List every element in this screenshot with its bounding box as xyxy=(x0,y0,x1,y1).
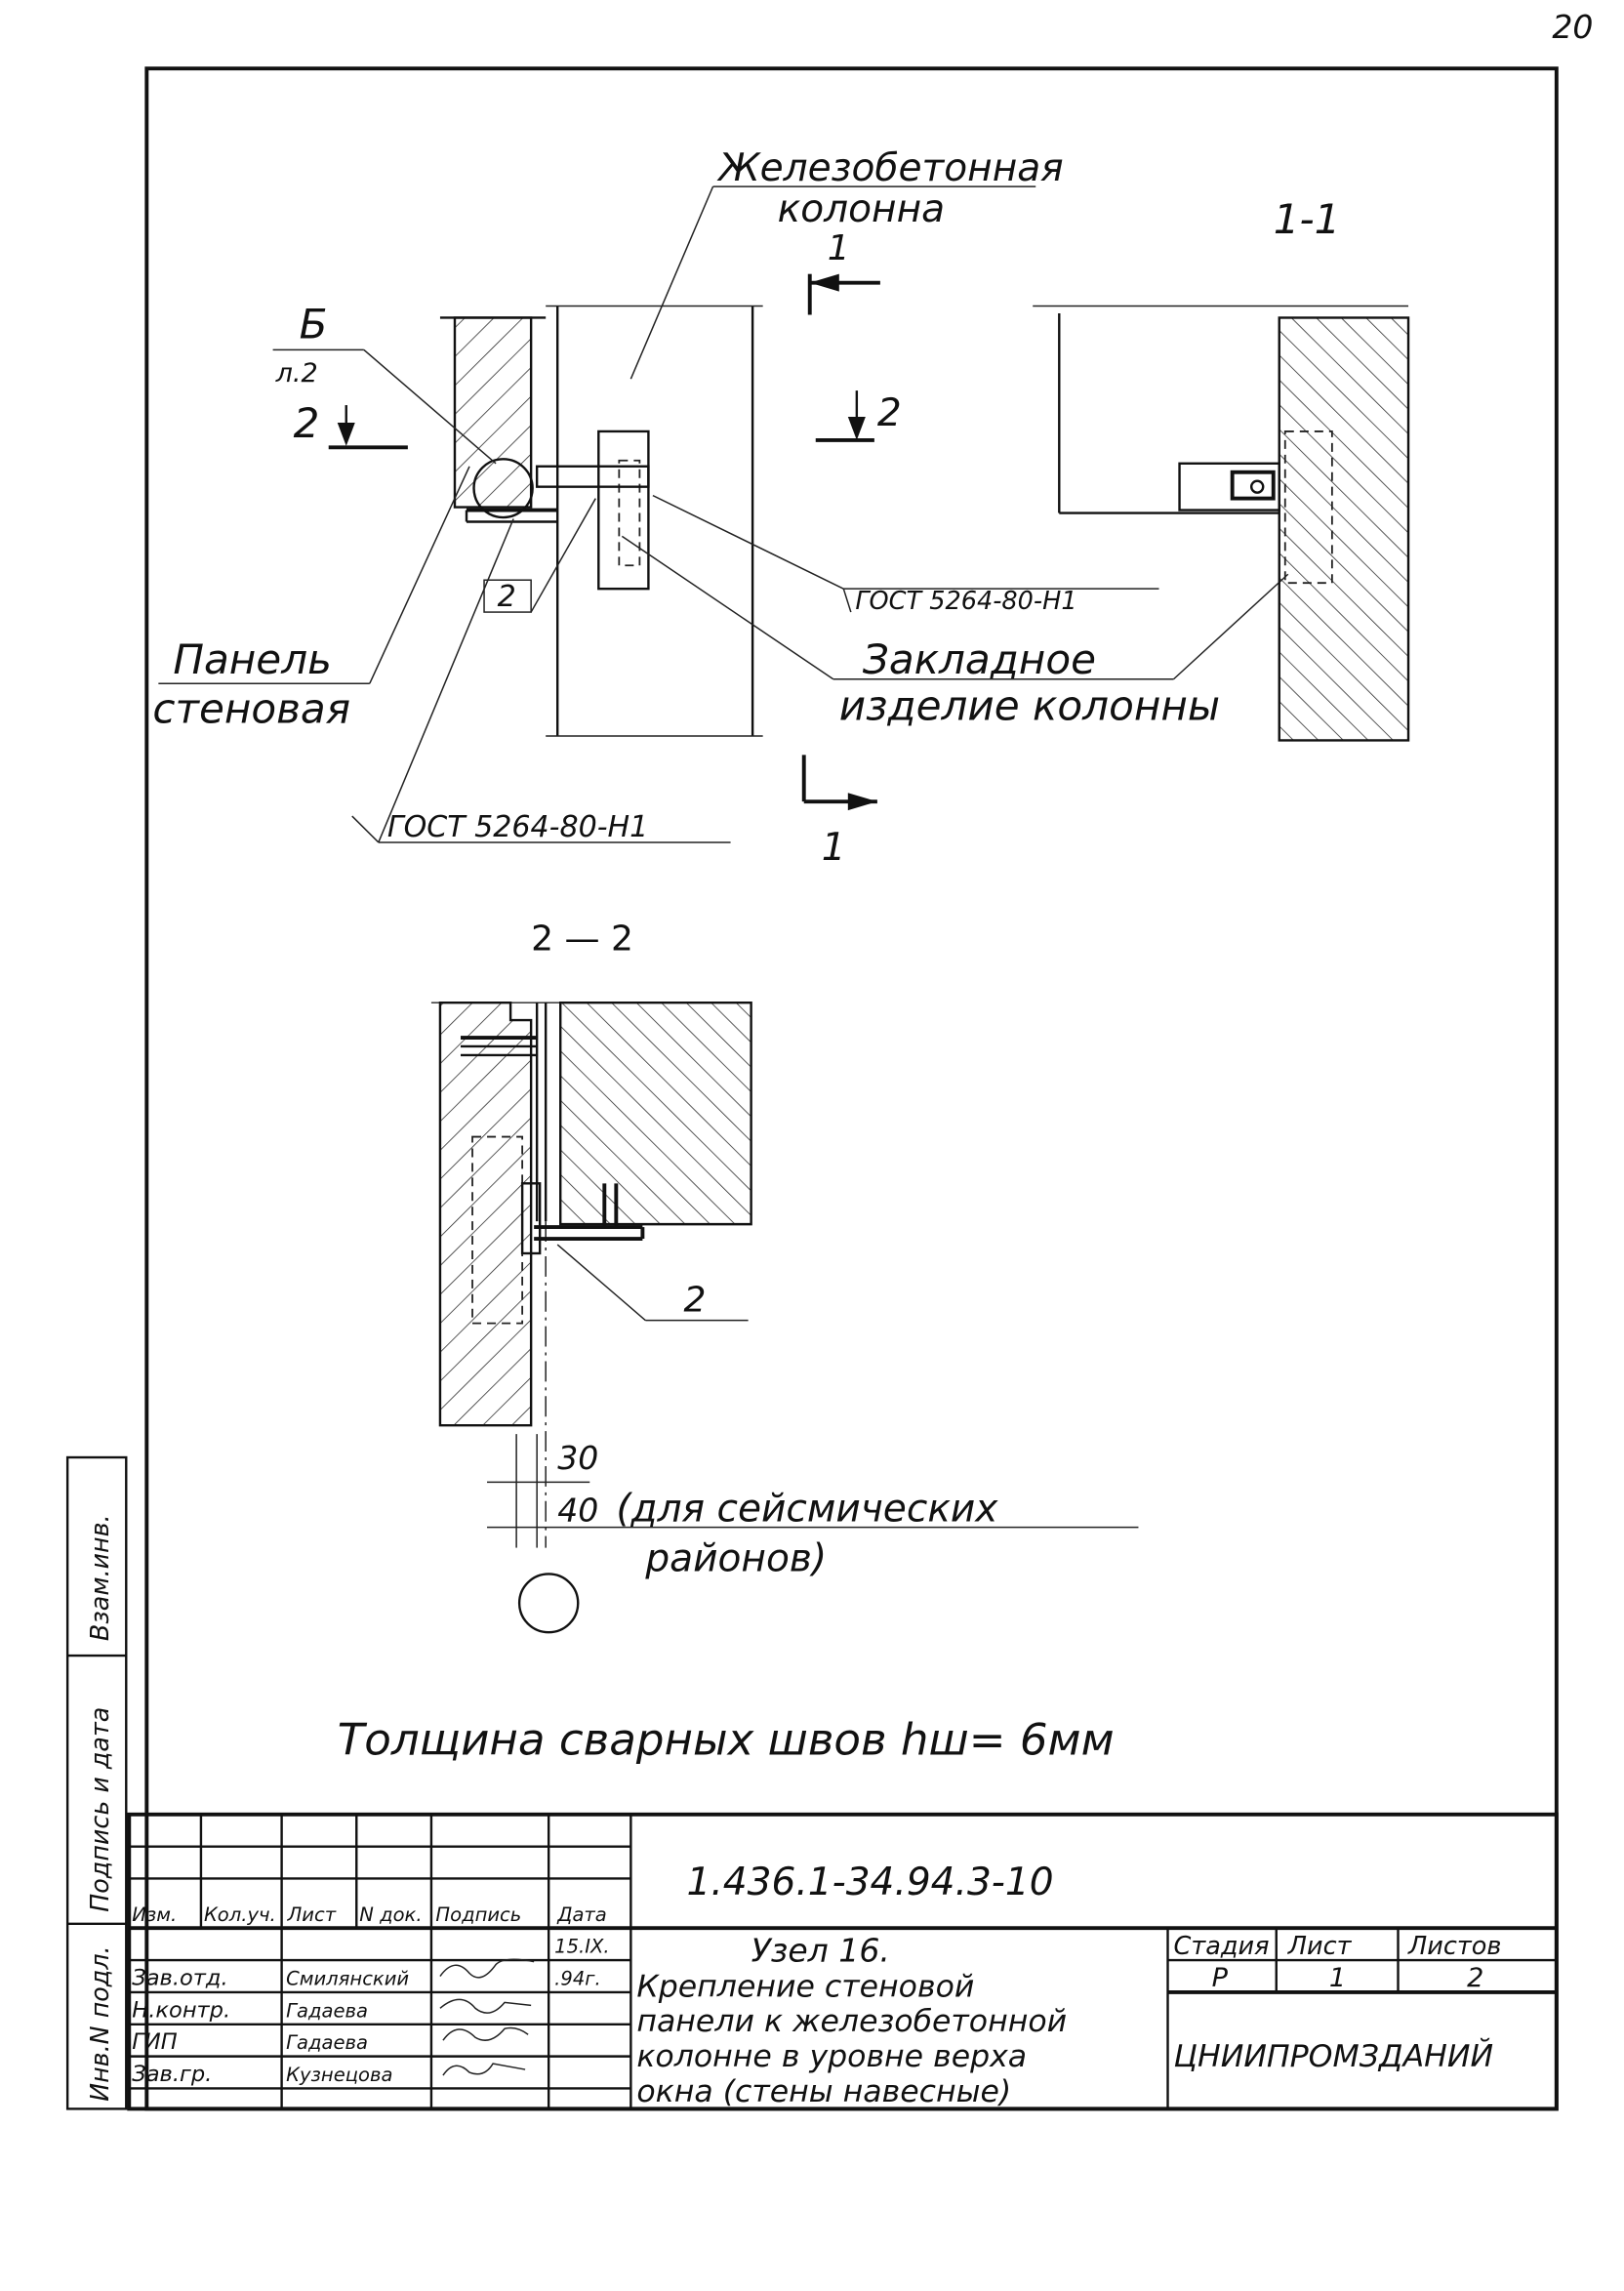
section-2-2-title: 2 — 2 xyxy=(531,920,633,960)
section-1-mark-top: 1 xyxy=(828,228,850,268)
section-2-mark-right: 2 xyxy=(877,391,902,435)
col-header-count: Кол.уч. xyxy=(204,1903,276,1926)
stamp-replacement-inv: Взам.инв. xyxy=(86,1514,115,1641)
person-name-1: Смилянский xyxy=(286,1968,409,1990)
column-label-line-1: Железобетонная xyxy=(717,146,1064,190)
person-name-2: Гадаева xyxy=(286,1999,368,2022)
title-line-1: Узел 16. xyxy=(751,1932,890,1970)
weld-leader-mark: 2 xyxy=(498,580,516,614)
gost-lower: ГОСТ 5264-80-Н1 xyxy=(387,810,648,844)
person-role-4: Зав.гр. xyxy=(132,2062,212,2087)
col-header-change: Изм. xyxy=(132,1903,177,1926)
section-2-2-view: 2 — 2 2 30 40 (для сейсмических районов) xyxy=(430,920,1139,1634)
section-1-1-title: 1-1 xyxy=(1274,195,1341,243)
stamp-original-inv: Инв.N подл. xyxy=(86,1945,115,2102)
seismic-note-line-2: районов) xyxy=(644,1537,827,1581)
angle-section-1-1 xyxy=(1178,462,1280,511)
section-2-2-weld-mark: 2 xyxy=(683,1281,706,1321)
person-role-1: Зав.отд. xyxy=(132,1966,227,1991)
section-1-1-view: 1-1 xyxy=(1033,195,1410,742)
sheet-value: 1 xyxy=(1329,1963,1346,1993)
col-header-date: Дата xyxy=(556,1903,607,1926)
col-header-doc-number: N док. xyxy=(359,1903,422,1926)
angle-section-2-2 xyxy=(534,1183,645,1241)
wall-panel-section-1-1 xyxy=(1278,316,1410,742)
title-line-5: окна (стены навесные) xyxy=(636,2074,1011,2109)
date-bottom: .94г. xyxy=(554,1968,601,1990)
panel-label-line-1: Панель xyxy=(173,635,332,683)
sheets-value: 2 xyxy=(1467,1963,1483,1993)
stage-header: Стадия xyxy=(1174,1932,1270,1961)
detail-sheet-ref: л.2 xyxy=(275,358,318,389)
column-label-line-2: колонна xyxy=(778,187,945,231)
seismic-note-line-1: (для сейсмических xyxy=(616,1488,998,1532)
sheet-number: 20 xyxy=(1552,8,1593,46)
section-2-mark-left: 2 xyxy=(294,399,320,447)
person-name-4: Кузнецова xyxy=(286,2064,392,2086)
axis-marker xyxy=(517,1573,580,1634)
document-code: 1.436.1-34.94.3-10 xyxy=(686,1861,1053,1904)
connecting-angle xyxy=(535,465,650,488)
stamp-signature-date: Подпись и дата xyxy=(86,1707,115,1912)
title-line-4: колонне в уровне верха xyxy=(636,2039,1027,2074)
sheet-header: Лист xyxy=(1287,1932,1353,1961)
side-stamp: Взам.инв. Подпись и дата Инв.N подл. xyxy=(65,1455,128,2110)
title-line-3: панели к железобетонной xyxy=(636,2004,1067,2039)
embedded-label-line-2: изделие колонны xyxy=(839,682,1220,730)
person-role-2: Н.контр. xyxy=(132,1997,230,2023)
column-section-2-2 xyxy=(559,1001,752,1226)
detail-circle xyxy=(472,458,534,519)
dimension-30: 30 xyxy=(557,1439,598,1477)
title-block: Изм. Кол.уч. Лист N док. Подпись Дата 15… xyxy=(127,1812,1559,2111)
weld-mark-box xyxy=(483,579,532,613)
detail-mark: Б xyxy=(300,301,328,348)
stage-value: Р xyxy=(1212,1963,1229,1993)
organization-name: ЦНИИПРОМЗДАНИЙ xyxy=(1174,2037,1494,2074)
dimension-40: 40 xyxy=(557,1492,598,1530)
panel-label-line-2: стеновая xyxy=(152,685,350,733)
person-role-3: ГИП xyxy=(132,2029,177,2055)
person-name-3: Гадаева xyxy=(286,2031,368,2054)
weld-thickness-note: Толщина сварных швов hш= 6мм xyxy=(338,1714,1115,1766)
plan-view: Железобетонная колонна 1 2 2 Б л.2 2 ГОС… xyxy=(152,146,1289,870)
embedded-label-line-1: Закладное xyxy=(863,635,1096,683)
date-top: 15.IX. xyxy=(554,1936,609,1958)
col-header-sheet: Лист xyxy=(287,1903,337,1926)
sheets-header: Листов xyxy=(1407,1932,1501,1961)
section-1-mark-bottom: 1 xyxy=(822,826,846,870)
col-header-signature: Подпись xyxy=(435,1903,521,1926)
signatures xyxy=(439,1958,535,2076)
embedded-plate xyxy=(597,430,650,591)
title-line-2: Крепление стеновой xyxy=(636,1970,974,2005)
wall-panel-plan xyxy=(453,316,533,509)
gost-upper: ГОСТ 5264-80-Н1 xyxy=(855,587,1076,616)
wall-panel-section-2-2 xyxy=(438,1001,533,1427)
